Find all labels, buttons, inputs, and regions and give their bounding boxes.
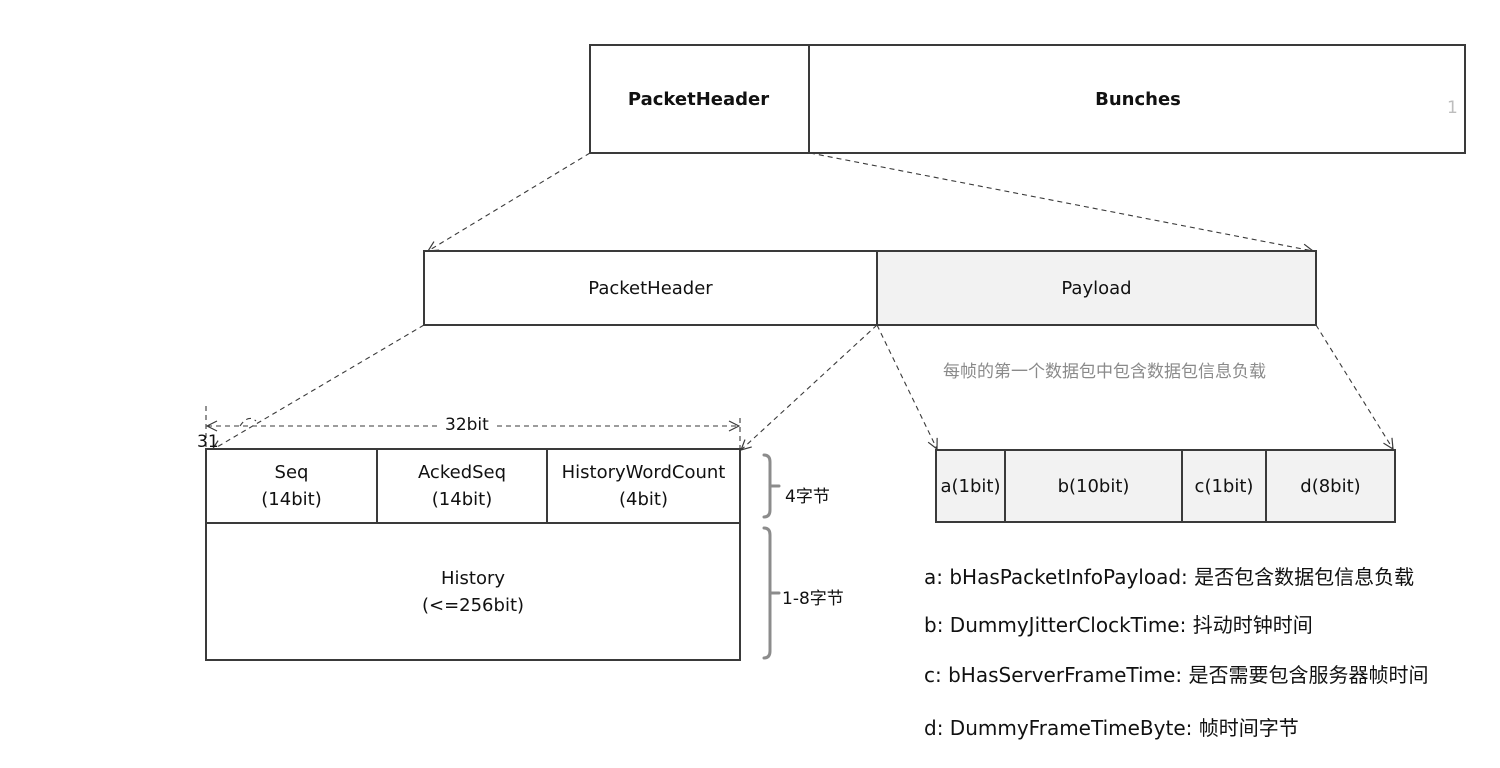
top-packet-box [589,44,1466,154]
field-seq: Seq (14bit) [207,450,378,522]
arrow-mid-header-right [741,324,878,450]
mid-payload: Payload [876,250,1317,326]
payload-fields-box [935,449,1396,523]
arrow-top-to-mid-left [428,152,591,251]
payload-field-a: a(1bit) [937,451,1006,521]
payload-field-b: b(10bit) [1006,451,1183,521]
arrow-payload-left [876,324,937,449]
field-ackedseq: AckedSeq (14bit) [378,450,548,522]
payload-field-d: d(8bit) [1300,475,1361,497]
legend-c: c: bHasServerFrameTime: 是否需要包含服务器帧时间 [924,663,1429,687]
top-bunches: Bunches [1095,88,1181,110]
arrow-top-to-mid-right [809,152,1313,251]
brace-label-history: 1-8字节 [782,589,844,609]
header-fields-box [205,448,741,524]
legend-a: a: bHasPacketInfoPayload: 是否包含数据包信息负载 [924,565,1415,589]
legend-d: d: DummyFrameTimeByte: 帧时间字节 [924,716,1299,740]
width-label-32bit: 32bit [445,415,489,435]
arrow-mid-header-left [212,324,425,450]
legend-b: b: DummyJitterClockTime: 抖动时钟时间 [924,613,1313,637]
field-history: History (<=256bit) [205,522,741,661]
field-historywordcount: HistoryWordCount (4bit) [561,462,726,510]
top-corner-number: 1 [1447,98,1458,118]
payload-note: 每帧的第一个数据包中包含数据包信息负载 [943,362,1266,382]
brace-label-fields: 4字节 [785,487,830,507]
top-packet-header: PacketHeader [589,44,810,154]
arrow-payload-right [1315,324,1393,449]
mid-packet-header: PacketHeader [423,250,878,326]
payload-field-c: c(1bit) [1183,451,1267,521]
bit-index-31: 31 [197,432,219,452]
